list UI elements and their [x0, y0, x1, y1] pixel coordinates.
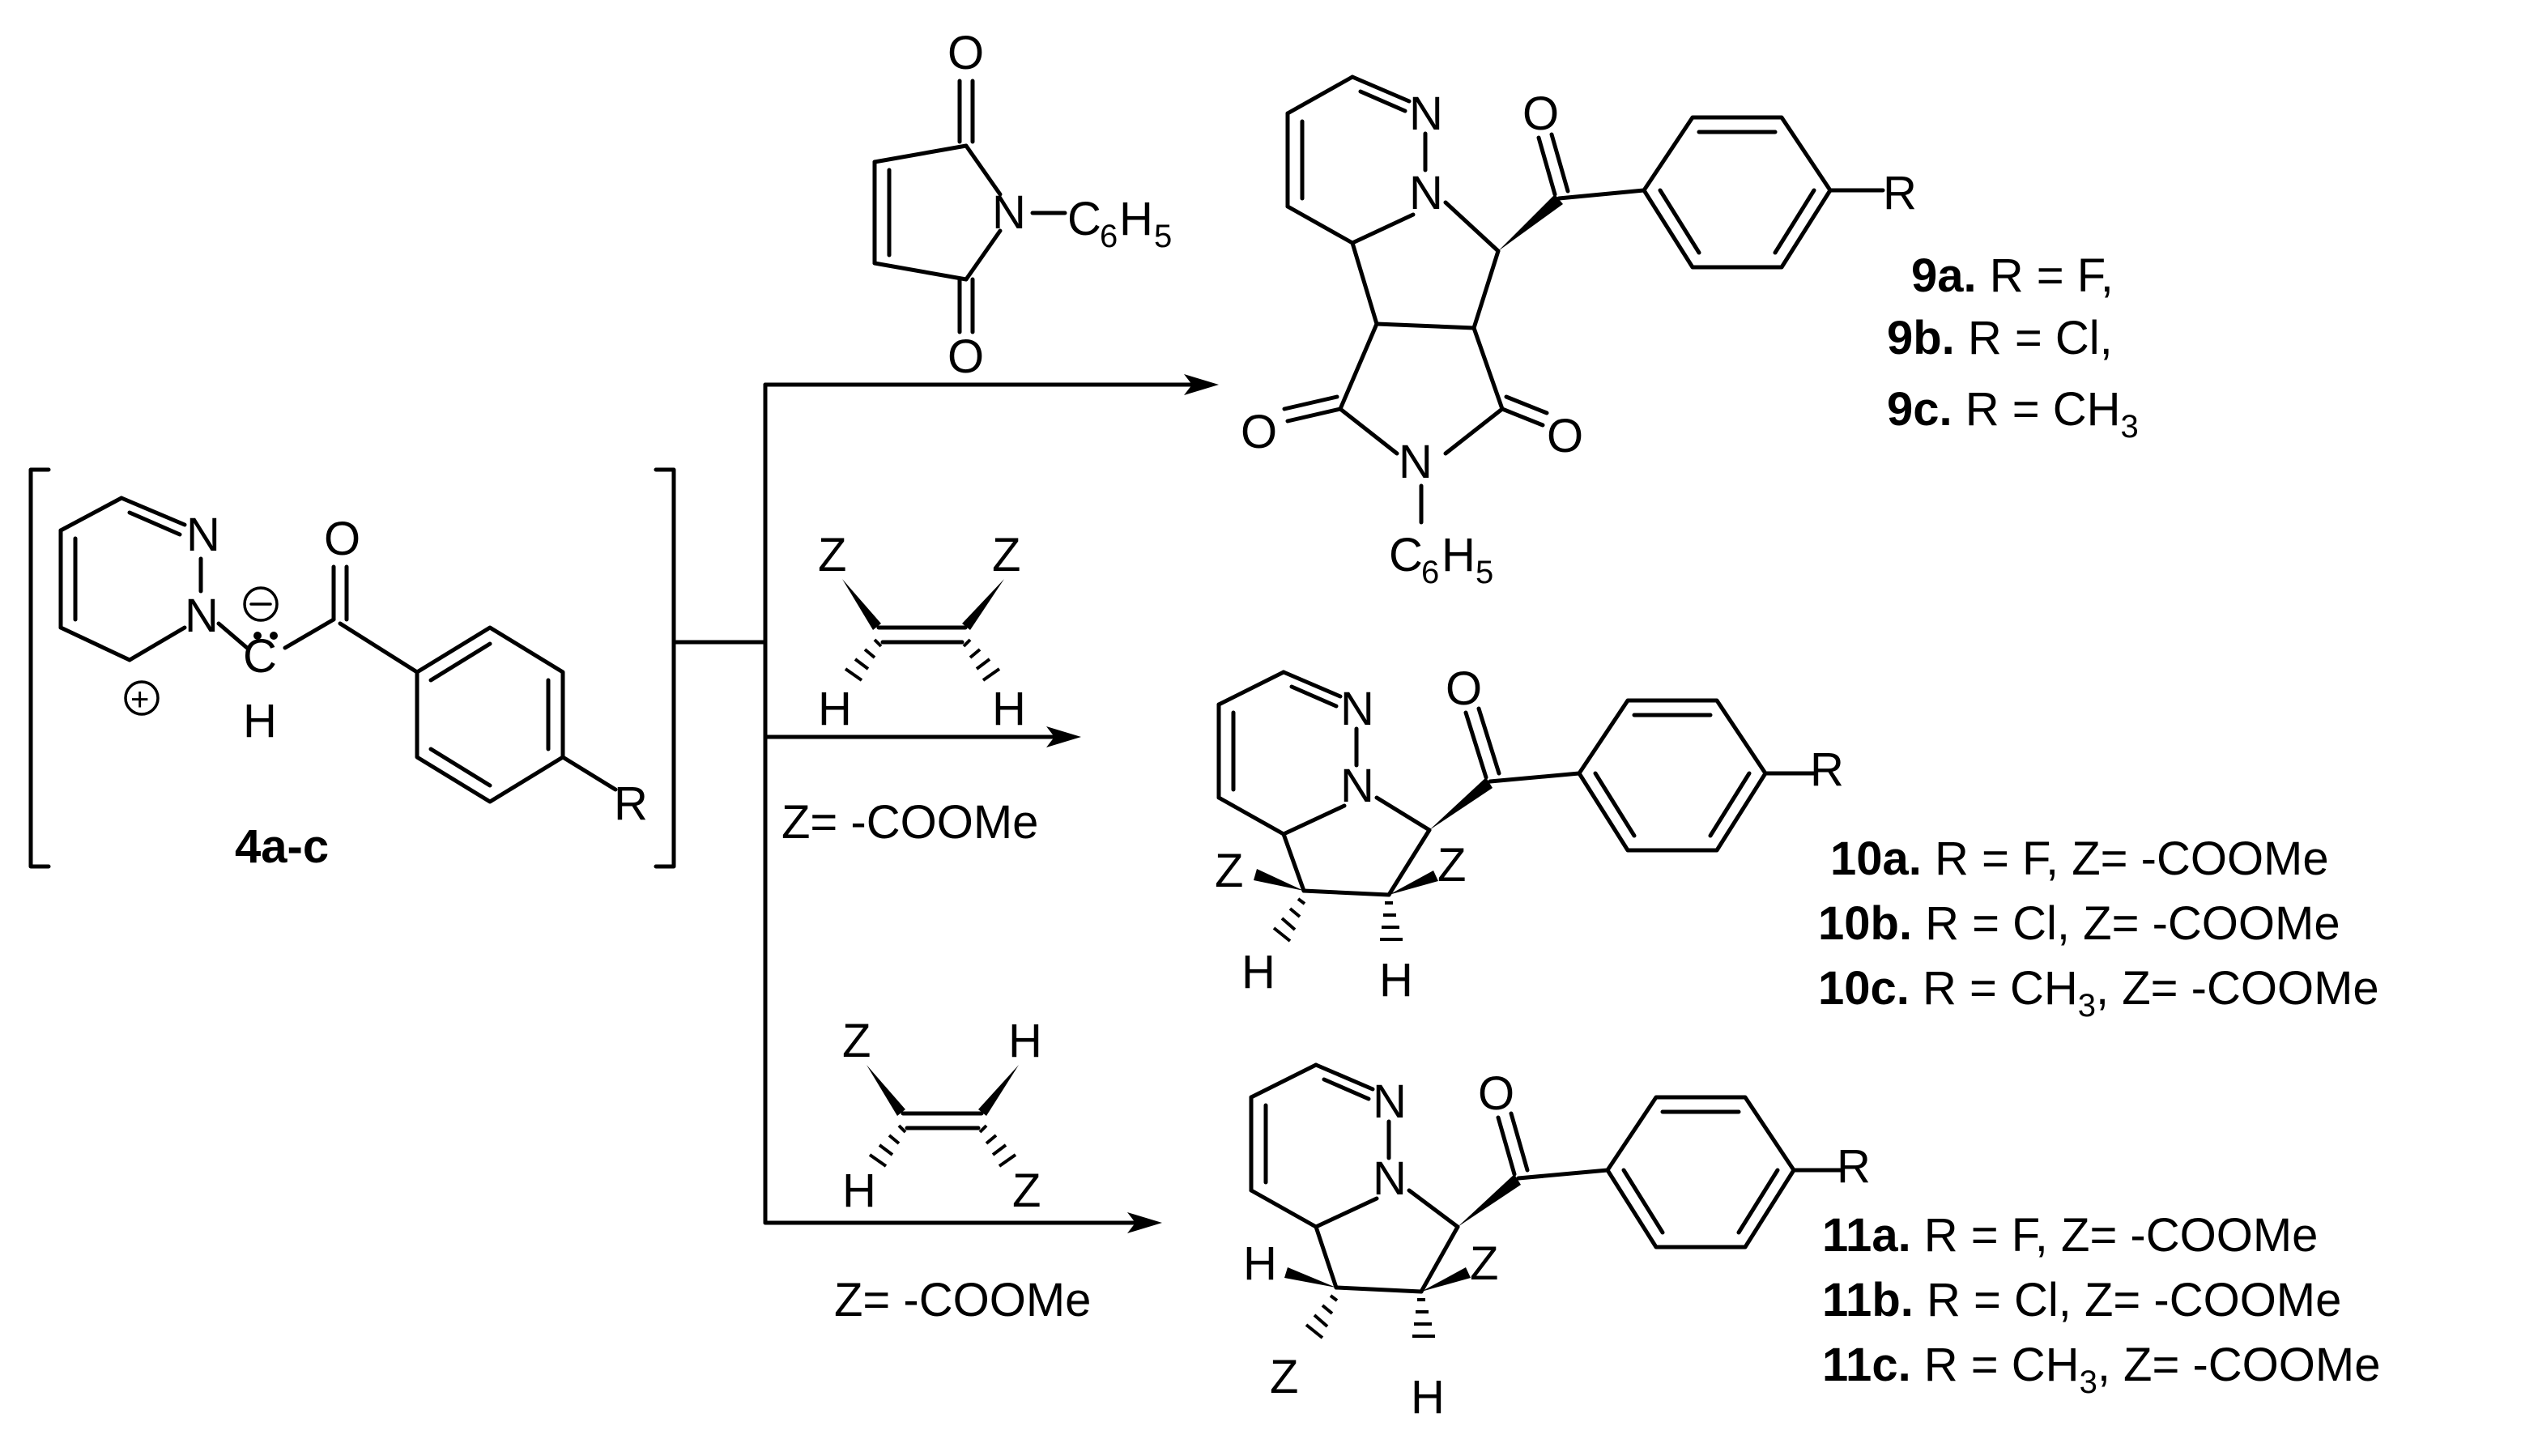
atom-z: Z — [1012, 1164, 1041, 1217]
product-9: N N O R O O N C 6 — [1241, 75, 2139, 590]
reagent-trans-alkene: Z H H Z Z= -COOMe — [834, 1015, 1091, 1326]
atom-o: O — [947, 27, 984, 79]
atom-o: O — [1446, 662, 1482, 715]
atom-o: O — [1478, 1067, 1514, 1120]
compound-label-11a: 11a. R = F, Z= -COOMe — [1822, 1209, 2318, 1262]
atom-n: N — [1373, 1075, 1407, 1128]
atom-o: O — [1547, 410, 1583, 462]
reagent-cis-alkene: Z Z H H Z= -COOMe — [781, 529, 1038, 849]
atom-r: R — [1810, 743, 1844, 796]
phenyl-c: C — [1389, 529, 1423, 581]
atom-n: N — [1409, 87, 1443, 140]
product-11-labels: 11a. R = F, Z= -COOMe 11b. R = Cl, Z= -C… — [1822, 1209, 2380, 1400]
product-10-benzene-ring — [1577, 698, 1768, 853]
compound-label-11b: 11b. R = Cl, Z= -COOMe — [1822, 1274, 2341, 1326]
product-10-pyridazine-ring — [1216, 670, 1359, 837]
product-10-labels: 10a. R = F, Z= -COOMe 10b. R = Cl, Z= -C… — [1818, 832, 2379, 1024]
phenyl-c-subscript: 6 — [1100, 219, 1118, 254]
compound-label-10b: 10b. R = Cl, Z= -COOMe — [1818, 897, 2340, 950]
compound-label-9b: 9b. R = Cl, — [1887, 312, 2113, 364]
atom-h: H — [818, 683, 852, 735]
atom-n: N — [185, 590, 219, 642]
minus-charge — [243, 586, 279, 622]
compound-label-10a: 10a. R = F, Z= -COOMe — [1830, 832, 2329, 885]
product-11-benzene-ring — [1605, 1095, 1796, 1250]
atom-z: Z — [1470, 1237, 1498, 1290]
reagent-n-phenylmaleimide: O O N C 6 H 5 — [872, 27, 1172, 383]
phenyl-c: C — [1067, 193, 1101, 245]
left-bracket — [28, 467, 51, 869]
compound-label-11c: 11c. R = CH3, Z= -COOMe — [1822, 1339, 2380, 1400]
lone-pair-dot — [253, 632, 262, 640]
atom-h: H — [1008, 1015, 1042, 1067]
atom-n: N — [1409, 167, 1443, 219]
atom-h: H — [1241, 946, 1275, 998]
atom-n: N — [186, 509, 220, 561]
phenyl-h-subscript: 5 — [1154, 219, 1172, 254]
compound-label-9a: 9a. R = F, — [1911, 249, 2114, 302]
product-11: N N O R H Z Z — [1243, 1062, 2380, 1424]
plus-charge — [124, 680, 160, 716]
right-bracket — [654, 467, 676, 869]
product-10: N N O R Z Z H — [1215, 662, 2379, 1024]
reaction-arrows — [671, 374, 1219, 1233]
reagent-trans-note: Z= -COOMe — [834, 1274, 1091, 1326]
reagent-cis-note: Z= -COOMe — [781, 796, 1038, 849]
compound-label-9c: 9c. R = CH3 — [1887, 383, 2139, 445]
atom-r: R — [614, 777, 648, 830]
atom-n: N — [992, 186, 1026, 239]
atom-z: Z — [992, 529, 1020, 581]
product-9-benzene-ring — [1642, 115, 1833, 270]
atom-n: N — [1399, 436, 1433, 488]
atom-n: N — [1340, 683, 1374, 735]
atom-o: O — [947, 330, 984, 383]
plus-sign: + — [130, 682, 149, 717]
reactant-benzene-ring — [415, 625, 565, 804]
atom-z: Z — [818, 529, 846, 581]
atom-o: O — [324, 513, 360, 565]
atom-r: R — [1837, 1140, 1871, 1193]
atom-o: O — [1522, 87, 1559, 140]
product-9-labels: 9a. R = F, 9b. R = Cl, 9c. R = CH3 — [1887, 249, 2139, 445]
product-11-pyridazine-ring — [1249, 1062, 1391, 1229]
product-9-pyridazine-ring — [1285, 75, 1428, 245]
phenyl-h: H — [1441, 529, 1476, 581]
phenyl-c-subscript: 6 — [1421, 555, 1439, 590]
compound-label-4a-c: 4a-c — [235, 820, 329, 873]
compound-label-10c: 10c. R = CH3, Z= -COOMe — [1818, 962, 2379, 1024]
atom-h: H — [842, 1164, 876, 1217]
atom-h: H — [1243, 1237, 1277, 1290]
atom-z: Z — [1215, 845, 1243, 897]
atom-z: Z — [1437, 839, 1466, 892]
phenyl-h: H — [1119, 193, 1153, 245]
atom-h: H — [243, 695, 277, 747]
atom-n: N — [1340, 760, 1374, 812]
reactant-pyridazine-ring — [58, 496, 203, 662]
lone-pair-dot — [270, 632, 278, 640]
atom-z: Z — [842, 1015, 871, 1067]
atom-h: H — [1379, 954, 1413, 1007]
atom-n: N — [1373, 1152, 1407, 1205]
reactant-4a-c: N N + C H O R 4a-c — [28, 467, 676, 873]
atom-o: O — [1241, 406, 1277, 458]
atom-r: R — [1883, 167, 1917, 219]
phenyl-h-subscript: 5 — [1476, 555, 1493, 590]
atom-z: Z — [1270, 1351, 1298, 1403]
atom-h: H — [1411, 1371, 1445, 1424]
atom-h: H — [992, 683, 1026, 735]
